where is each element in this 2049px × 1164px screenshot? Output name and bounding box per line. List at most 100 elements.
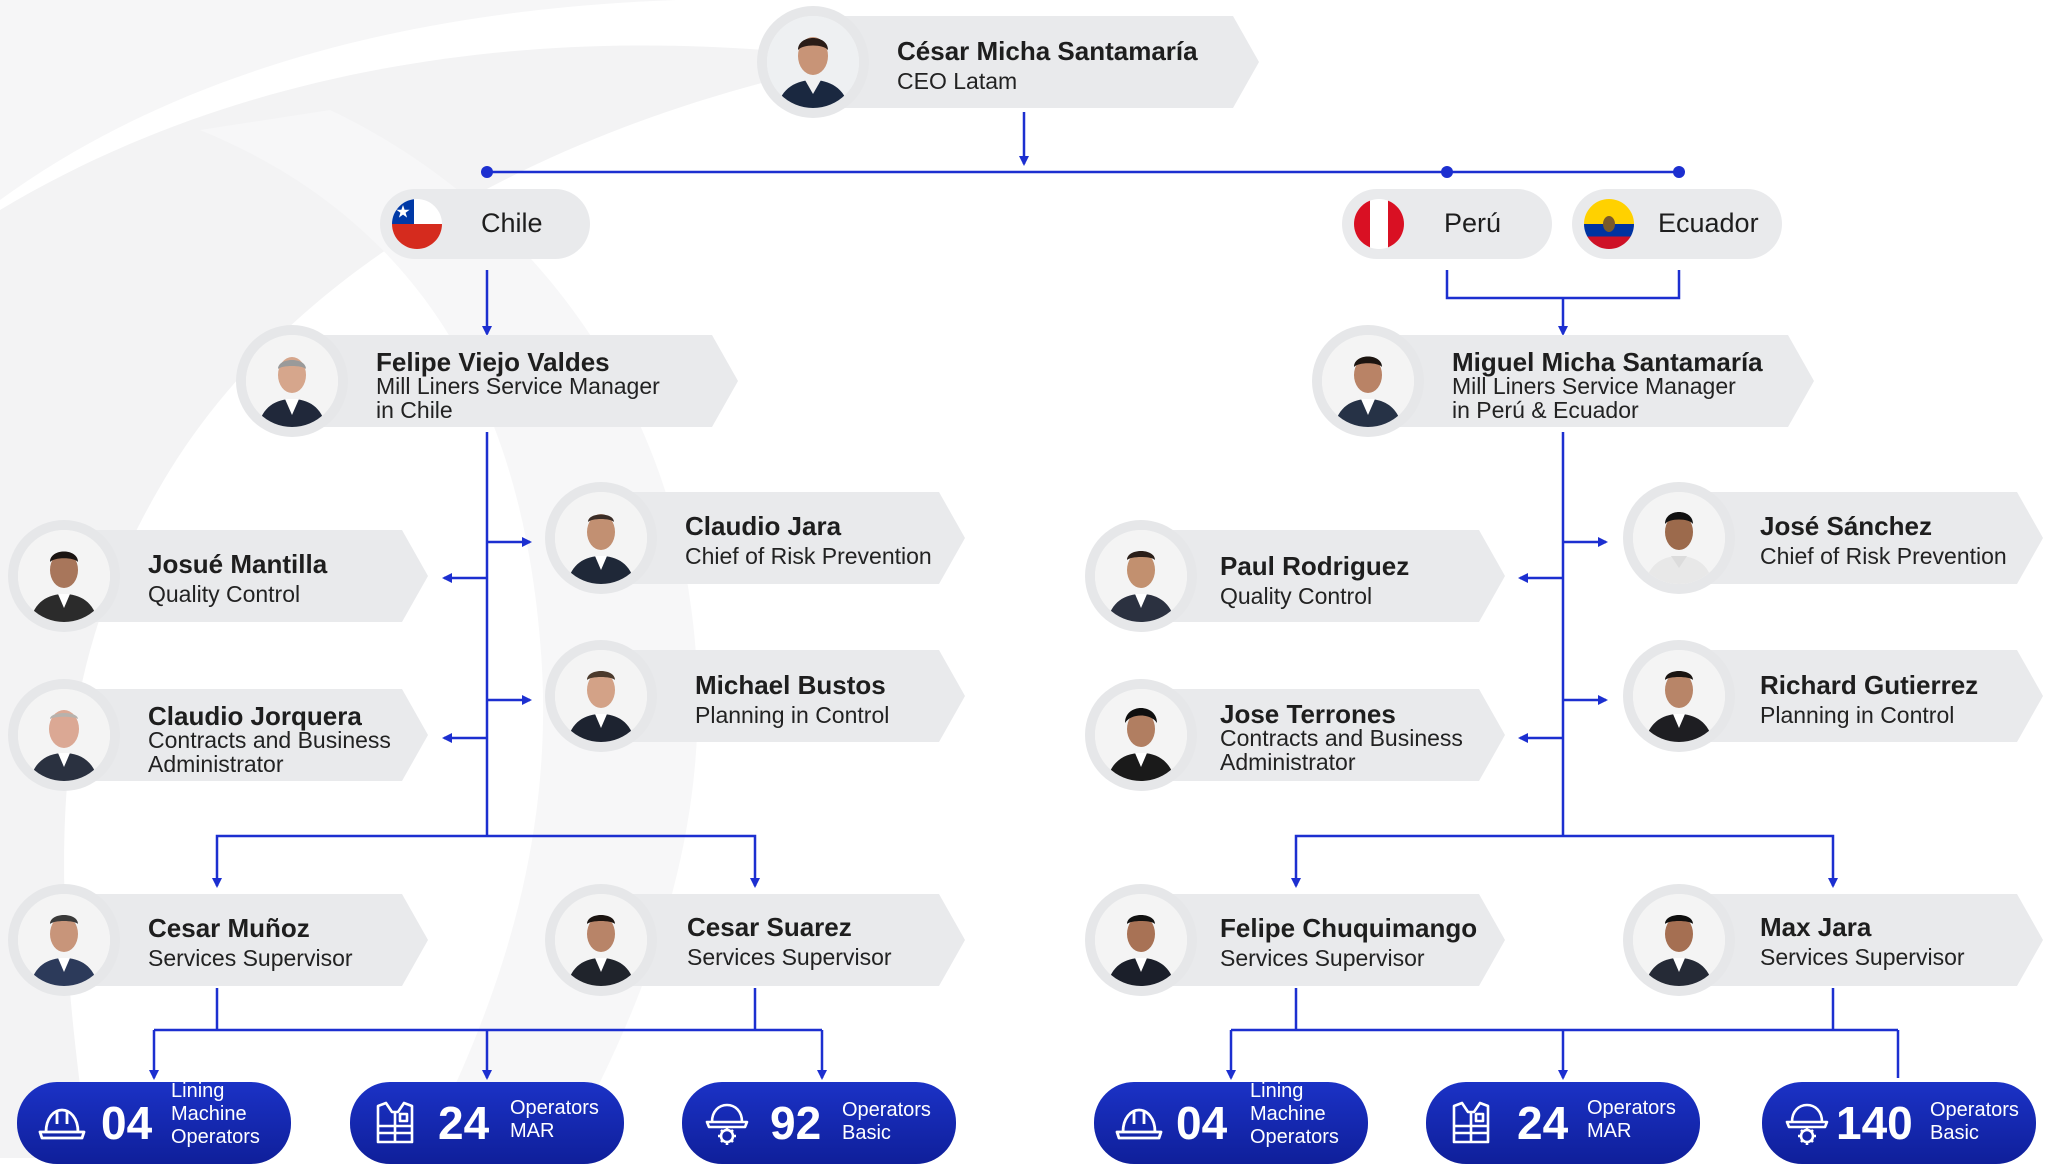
chile-manager-name: Felipe Viejo Valdes — [376, 347, 610, 377]
peru-stat-basic-number: 140 — [1836, 1097, 1913, 1149]
chile-manager-card: Felipe Viejo Valdes Mill Liners Service … — [236, 325, 738, 437]
peru-manager-role-line1: Mill Liners Service Manager — [1452, 373, 1736, 399]
chile-supervisor2-role: Services Supervisor — [687, 944, 892, 970]
chile-supervisor1-card: Cesar Muñoz Services Supervisor — [8, 884, 428, 996]
ceo-name: César Micha Santamaría — [897, 36, 1198, 66]
peru-stat-mar-line1: Operators — [1587, 1097, 1676, 1119]
chile-risk-card: Claudio Jara Chief of Risk Prevention — [545, 482, 965, 594]
chile-stat-basic: 92 Operators Basic — [682, 1082, 956, 1164]
peru-manager-card: Miguel Micha Santamaría Mill Liners Serv… — [1312, 325, 1814, 437]
chile-manager-role-line1: Mill Liners Service Manager — [376, 373, 660, 399]
peru-quality-role: Quality Control — [1220, 583, 1373, 609]
chile-flag-icon — [392, 199, 442, 249]
chile-contracts-role-line1: Contracts and Business — [148, 727, 391, 753]
chile-planning-photo — [555, 650, 647, 742]
country-label-chile: Chile — [481, 208, 543, 238]
chile-stat-lining-line1: Lining — [171, 1080, 225, 1102]
chile-contracts-photo — [18, 689, 110, 781]
helmet-gear-icon — [1785, 1103, 1829, 1145]
ceo-photo — [767, 16, 859, 108]
peru-quality-card: Paul Rodriguez Quality Control — [1085, 520, 1505, 632]
peru-flag-icon — [1354, 199, 1404, 249]
peru-quality-photo — [1095, 530, 1187, 622]
chile-stat-mar-line1: Operators — [510, 1097, 599, 1119]
safety-vest-icon — [1452, 1101, 1490, 1144]
peru-risk-name: José Sánchez — [1760, 511, 1932, 541]
peru-quality-name: Paul Rodriguez — [1220, 551, 1410, 581]
country-label-peru: Perú — [1444, 208, 1502, 238]
chile-stat-mar-number: 24 — [438, 1097, 490, 1149]
chile-stat-basic-line1: Operators — [842, 1099, 931, 1121]
peru-supervisor2-photo — [1633, 894, 1725, 986]
peru-supervisor1-name: Felipe Chuquimango — [1220, 913, 1478, 943]
chile-stat-basic-number: 92 — [770, 1097, 822, 1149]
peru-stat-lining-line3: Operators — [1250, 1126, 1339, 1148]
chile-contracts-name: Claudio Jorquera — [148, 701, 362, 731]
chile-planning-name: Michael Bustos — [695, 670, 886, 700]
peru-manager-role-line2: in Perú & Ecuador — [1452, 397, 1639, 423]
safety-vest-icon — [376, 1101, 414, 1144]
chile-stat-lining-number: 04 — [101, 1097, 153, 1149]
peru-stat-mar-number: 24 — [1517, 1097, 1569, 1149]
country-pill-chile[interactable]: Chile — [380, 189, 590, 259]
peru-stat-basic: 140 Operators Basic — [1762, 1082, 2036, 1164]
peru-planning-name: Richard Gutierrez — [1760, 670, 1979, 700]
chile-contracts-card: Claudio Jorquera Contracts and Business … — [8, 679, 428, 791]
chile-stat-mar-line2: MAR — [510, 1120, 555, 1142]
peru-stat-lining-line2: Machine — [1250, 1103, 1326, 1125]
country-pill-peru[interactable]: Perú — [1342, 189, 1552, 259]
peru-stat-mar: 24 Operators MAR — [1426, 1082, 1700, 1164]
country-label-ecuador: Ecuador — [1658, 208, 1759, 238]
peru-manager-photo — [1322, 335, 1414, 427]
peru-stat-mar-line2: MAR — [1587, 1120, 1632, 1142]
chile-supervisor1-role: Services Supervisor — [148, 945, 353, 971]
peru-risk-role: Chief of Risk Prevention — [1760, 543, 2007, 569]
peru-stat-lining-line1: Lining — [1250, 1080, 1304, 1102]
chile-quality-role: Quality Control — [148, 581, 301, 607]
helmet-gear-icon — [705, 1103, 749, 1145]
peru-planning-role: Planning in Control — [1760, 702, 1955, 728]
chile-supervisor2-card: Cesar Suarez Services Supervisor — [545, 884, 965, 996]
chile-stat-basic-line2: Basic — [842, 1122, 891, 1144]
peru-stat-lining-number: 04 — [1176, 1097, 1228, 1149]
ceo-role: CEO Latam — [897, 68, 1018, 94]
chile-quality-card: Josué Mantilla Quality Control — [8, 520, 428, 632]
peru-stat-basic-line1: Operators — [1930, 1099, 2019, 1121]
peru-stat-basic-line2: Basic — [1930, 1122, 1979, 1144]
chile-supervisor2-photo — [555, 894, 647, 986]
country-pill-ecuador[interactable]: Ecuador — [1572, 189, 1782, 259]
chile-manager-role-line2: in Chile — [376, 397, 453, 423]
chile-stat-lining: 04 Lining Machine Operators — [17, 1080, 291, 1164]
chile-risk-photo — [555, 492, 647, 584]
chile-contracts-role-line2: Administrator — [148, 751, 284, 777]
chile-stat-lining-line3: Operators — [171, 1126, 260, 1148]
peru-contracts-role-line2: Administrator — [1220, 749, 1356, 775]
peru-contracts-photo — [1095, 689, 1187, 781]
chile-supervisor2-name: Cesar Suarez — [687, 912, 852, 942]
chile-risk-role: Chief of Risk Prevention — [685, 543, 932, 569]
chile-manager-photo — [246, 335, 338, 427]
peru-planning-photo — [1633, 650, 1725, 742]
peru-contracts-card: Jose Terrones Contracts and Business Adm… — [1085, 679, 1505, 791]
peru-supervisor2-card: Max Jara Services Supervisor — [1623, 884, 2043, 996]
peru-supervisor1-photo — [1095, 894, 1187, 986]
chile-stat-lining-line2: Machine — [171, 1103, 247, 1125]
chile-quality-photo — [18, 530, 110, 622]
chile-quality-name: Josué Mantilla — [148, 549, 328, 579]
peru-supervisor1-card: Felipe Chuquimango Services Supervisor — [1085, 884, 1505, 996]
peru-supervisor1-role: Services Supervisor — [1220, 945, 1425, 971]
peru-risk-photo — [1633, 492, 1725, 584]
peru-risk-card: José Sánchez Chief of Risk Prevention — [1623, 482, 2043, 594]
peru-stat-lining: 04 Lining Machine Operators — [1094, 1080, 1368, 1164]
chile-stat-mar: 24 Operators MAR — [350, 1082, 624, 1164]
peru-supervisor2-role: Services Supervisor — [1760, 944, 1965, 970]
hard-hat-icon — [38, 1108, 86, 1140]
ecuador-flag-icon — [1584, 199, 1634, 249]
chile-supervisor1-photo — [18, 894, 110, 986]
peru-planning-card: Richard Gutierrez Planning in Control — [1623, 640, 2043, 752]
peru-contracts-role-line1: Contracts and Business — [1220, 725, 1463, 751]
peru-supervisor2-name: Max Jara — [1760, 912, 1872, 942]
chile-risk-name: Claudio Jara — [685, 511, 842, 541]
ceo-card: César Micha Santamaría CEO Latam — [757, 6, 1259, 118]
